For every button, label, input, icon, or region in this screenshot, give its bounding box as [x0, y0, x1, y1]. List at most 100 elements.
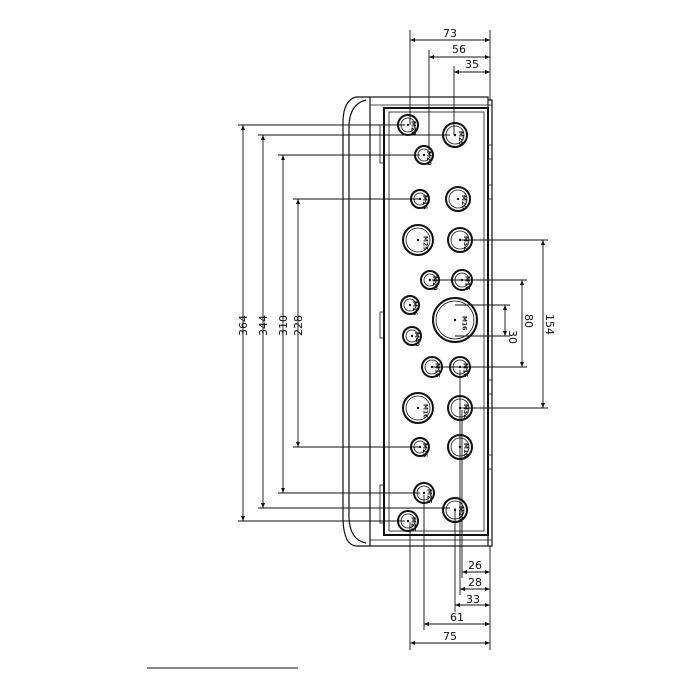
dim-bottom-75: 75 [443, 630, 457, 643]
dim-bottom-33: 33 [466, 593, 480, 606]
front-cover-inner [348, 99, 367, 544]
knockout-size-label: M40 [413, 332, 420, 346]
knockout-inner-ring [405, 227, 431, 253]
knockout-size-label: M20 [460, 195, 467, 209]
knockout-size-label: M16 [462, 443, 469, 457]
dim-top-35: 35 [465, 58, 479, 71]
dimension-arrowhead [241, 125, 245, 130]
dimension-arrowhead [462, 570, 467, 574]
base-inner-wall [388, 111, 485, 532]
dimension-arrowhead [410, 641, 415, 645]
dimension-arrowhead [281, 155, 285, 160]
dimension-lines [147, 30, 548, 669]
hinge-tab-mid [379, 311, 385, 339]
dimension-arrowhead [281, 488, 285, 493]
clip-2 [487, 184, 493, 200]
knockout-hole: M20 [420, 270, 440, 290]
knockout-hole: M25 [397, 510, 419, 532]
knockout-size-label: M20 [457, 506, 464, 520]
dim-left-344: 344 [257, 315, 270, 336]
dimension-arrowhead [485, 587, 490, 591]
dimension-arrowhead [541, 403, 545, 408]
dim-bottom-26: 26 [468, 559, 482, 572]
dim-top-73: 73 [443, 27, 457, 40]
knockout-inner-ring [403, 298, 417, 312]
knockout-hole: M16 [432, 297, 478, 343]
dimension-arrowhead [261, 135, 265, 140]
knockout-center [422, 491, 426, 495]
clip-1 [487, 144, 493, 160]
knockout-size-label: M25 [426, 489, 433, 503]
dimension-labels: 73 56 35 26 28 33 61 75 364 344 310 228 … [237, 27, 556, 643]
dimension-arrowhead [503, 305, 507, 310]
knockout-size-label: M25 [457, 131, 464, 145]
dim-right-154: 154 [543, 314, 556, 335]
dimension-arrowhead [485, 603, 490, 607]
dimension-arrowhead [241, 516, 245, 521]
dim-top-56: 56 [452, 43, 466, 56]
dimension-arrowhead [485, 70, 490, 74]
hinge-tab-bottom [379, 484, 385, 524]
dimension-arrowhead [503, 331, 507, 336]
dim-left-228: 228 [292, 315, 305, 336]
dimension-arrowhead [454, 70, 459, 74]
dimension-arrowhead [485, 622, 490, 626]
dim-left-364: 364 [237, 315, 250, 336]
knockout-hole: M25 [410, 437, 430, 457]
knockout-size-label: M16 [434, 363, 441, 377]
knockout-hole: M16 [402, 392, 434, 424]
clip-4 [487, 454, 493, 470]
knockout-center [406, 519, 410, 523]
knockout-size-label: M16 [421, 195, 428, 209]
dimension-arrowhead [296, 199, 300, 204]
knockout-size-label: M16 [411, 301, 418, 315]
knockout-inner-ring [405, 395, 431, 421]
dimension-arrowhead [485, 641, 490, 645]
dimension-arrowhead [296, 442, 300, 447]
knockout-size-label: M32 [462, 404, 469, 418]
front-cover-outline [342, 96, 370, 547]
knockout-center [428, 278, 432, 282]
knockout-size-label: M16 [461, 316, 468, 330]
knockout-size-label: M16 [462, 363, 469, 377]
dimension-arrows [241, 38, 545, 645]
knockout-center [408, 303, 412, 307]
dimension-arrowhead [460, 587, 465, 591]
knockout-center [416, 238, 420, 242]
knockout-hole: M25 [402, 224, 434, 256]
knockout-center [406, 123, 410, 127]
dim-bottom-28: 28 [468, 576, 482, 589]
knockout-hole: M16 [410, 189, 430, 209]
knockout-size-label: M25 [421, 236, 428, 250]
dim-bottom-61: 61 [450, 611, 464, 624]
knockout-hole: M20 [414, 145, 434, 165]
knockout-hole: M16 [400, 295, 420, 315]
dimension-arrowhead [485, 38, 490, 42]
knockout-inner-ring [435, 300, 475, 340]
knockout-center [410, 334, 414, 338]
knockout-center [416, 406, 420, 410]
knockout-center [456, 197, 460, 201]
knockout-center [422, 153, 426, 157]
clip-3 [487, 379, 493, 395]
dimension-arrowhead [410, 38, 415, 42]
knockout-size-label: M20 [410, 121, 417, 135]
dimension-arrowhead [485, 570, 490, 574]
dim-left-310: 310 [277, 315, 290, 336]
knockout-inner-ring [405, 329, 419, 343]
knockout-center [453, 318, 457, 322]
knockout-hole: M40 [402, 326, 422, 346]
knockout-size-label: M16 [421, 404, 428, 418]
knockout-size-label: M20 [425, 151, 432, 165]
dimension-arrowhead [261, 503, 265, 508]
dimension-arrowhead [424, 622, 429, 626]
knockout-size-label: M25 [421, 443, 428, 457]
dim-right-30: 30 [506, 330, 519, 344]
knockout-size-label: M16 [464, 276, 471, 290]
knockout-hole: M20 [445, 186, 471, 212]
dimension-arrowhead [455, 603, 460, 607]
dimension-arrowhead [429, 55, 434, 59]
dimension-arrowhead [541, 240, 545, 245]
